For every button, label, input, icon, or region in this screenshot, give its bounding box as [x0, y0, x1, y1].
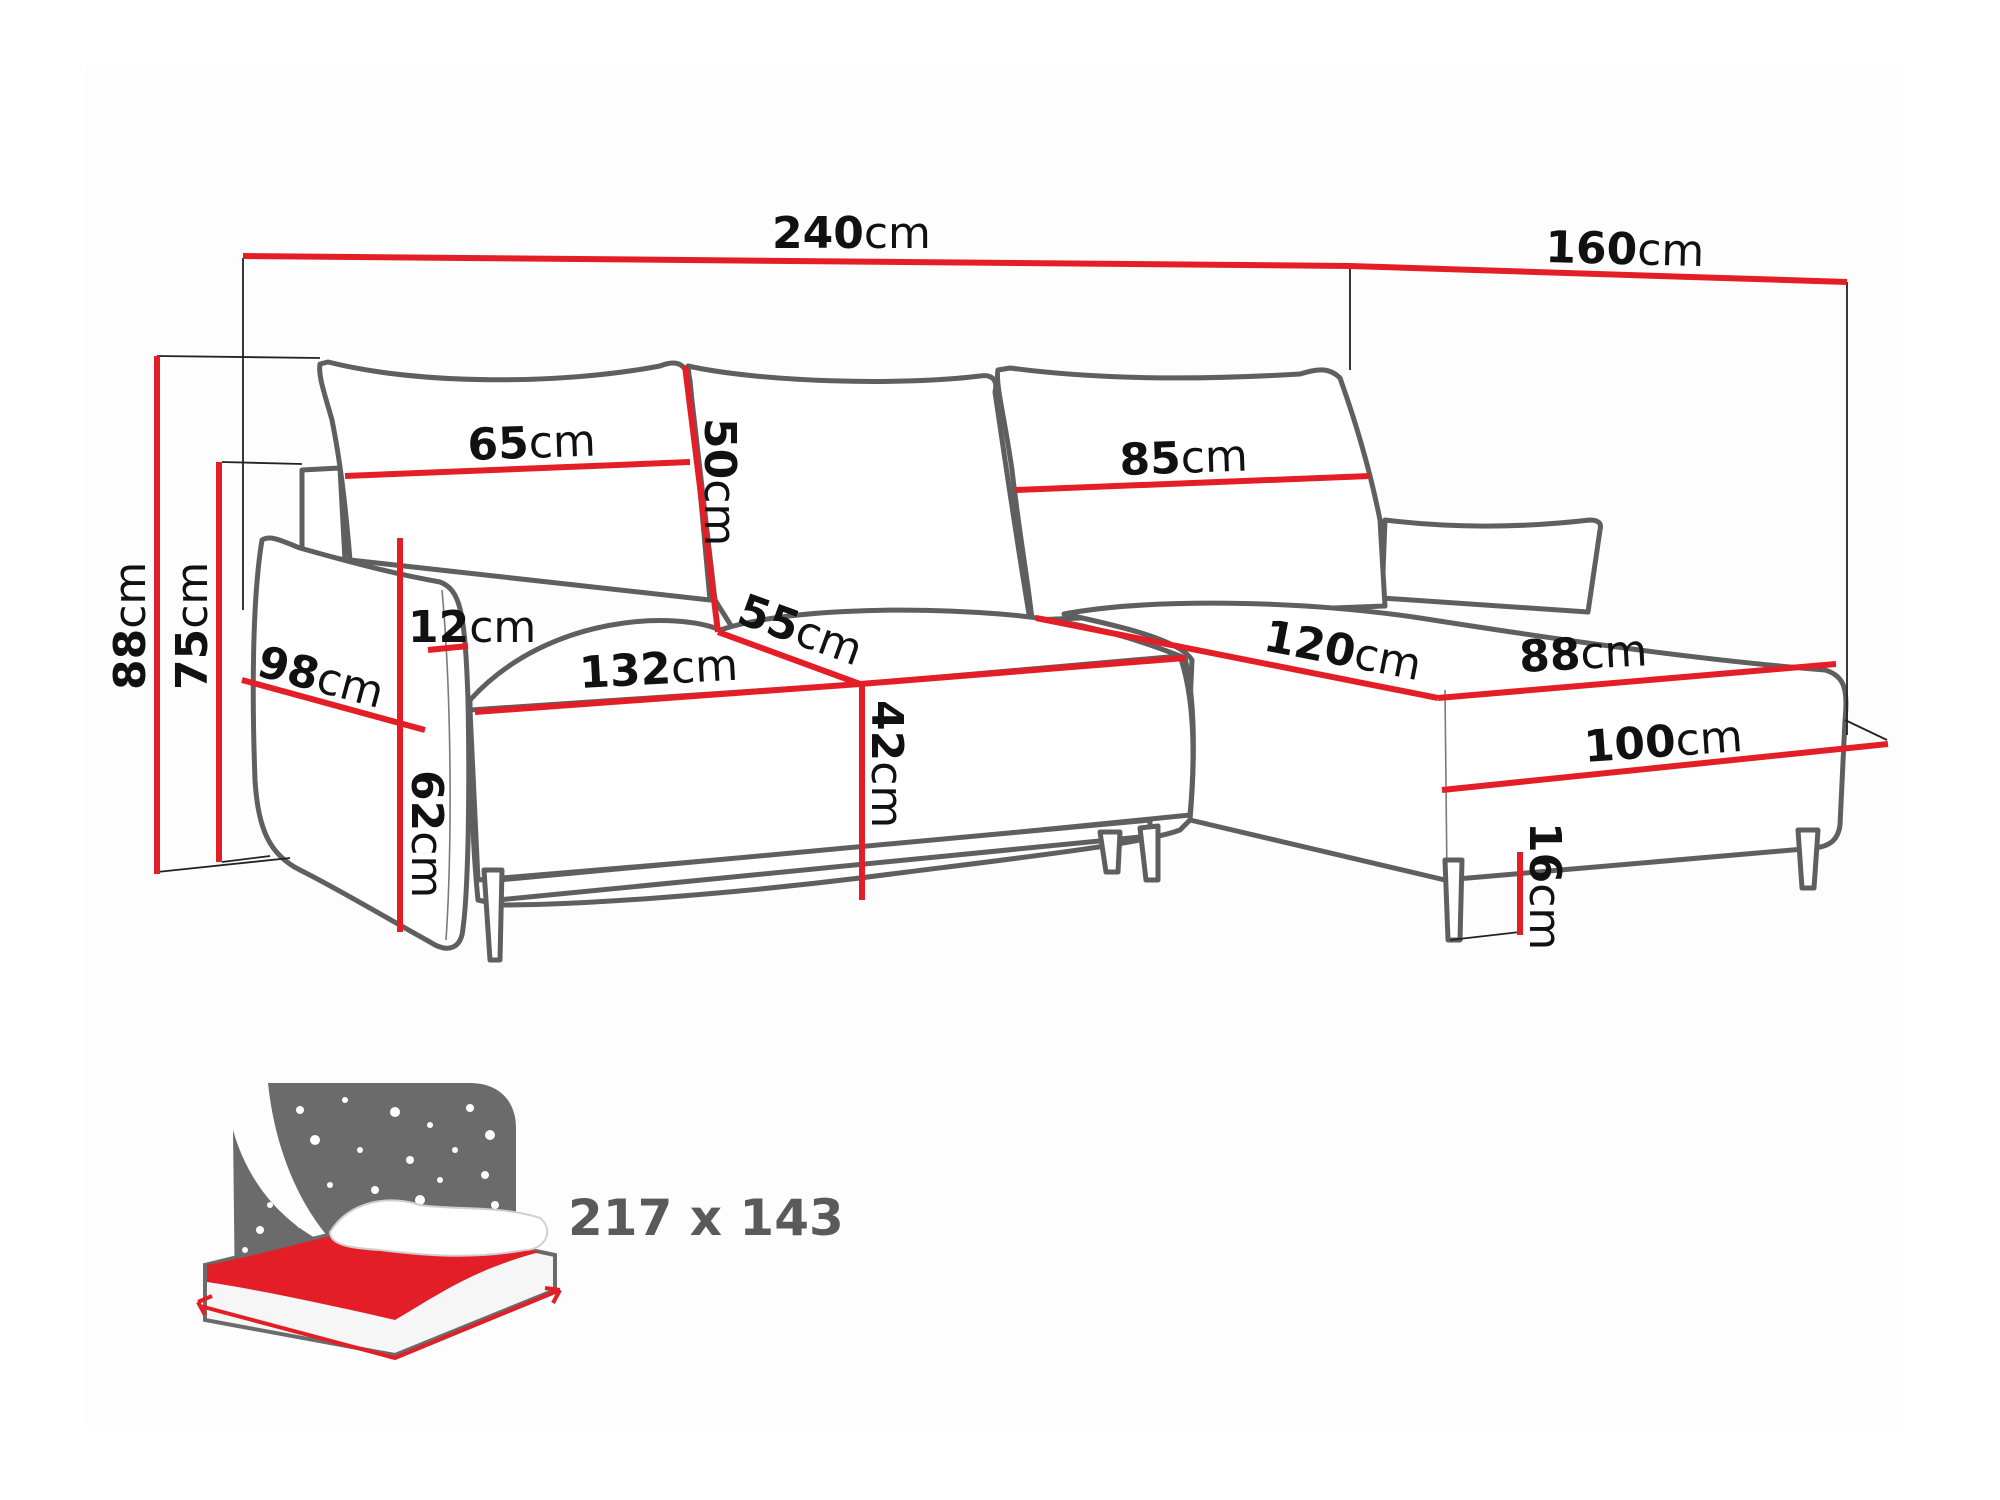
armrest-seam	[441, 589, 451, 941]
label-62: 62cm	[401, 770, 452, 898]
left-front-armrest	[250, 535, 472, 951]
dim-line-100	[1441, 741, 1889, 793]
dim-line-12	[427, 643, 469, 653]
label-55: 55cm	[731, 584, 869, 676]
right-back-cushion	[994, 365, 1388, 623]
label-50: 50cm	[694, 418, 745, 546]
dim-line-65	[344, 459, 691, 479]
label-100: 100cm	[1582, 711, 1744, 773]
width-arrow-icon	[196, 1286, 562, 1361]
sleeping-area-label: 217 x 143	[568, 1189, 844, 1247]
dim-line-98	[241, 677, 426, 733]
left-rear-armrest	[299, 465, 348, 563]
dim-line-160	[1349, 263, 1848, 285]
label-88-chaise: 88cm	[1518, 625, 1649, 683]
chaise-armrest	[1379, 517, 1603, 615]
dim-line-55	[716, 629, 862, 687]
label-85: 85cm	[1119, 431, 1249, 486]
dim-line-seat-front	[859, 655, 1186, 687]
label-240: 240cm	[772, 208, 931, 259]
pillow-icon	[328, 1199, 549, 1257]
guide-lines	[156, 258, 1888, 941]
dim-line-120	[1035, 615, 1439, 701]
leg-chaise-right	[1795, 827, 1821, 891]
label-42: 42cm	[861, 700, 912, 828]
leg-front-left	[481, 867, 505, 963]
leg-middle	[1097, 829, 1123, 875]
label-88-height: 88cm	[105, 562, 156, 690]
dim-line-85	[1014, 473, 1371, 493]
label-75: 75cm	[167, 562, 218, 690]
dim-line-50	[682, 365, 721, 633]
left-back-cushion	[317, 359, 713, 603]
label-132: 132cm	[578, 640, 739, 699]
dimension-labels: 240cm 160cm 88cm 75cm 98cm 12cm 62cm 65c…	[105, 208, 1744, 950]
dimension-lines	[154, 253, 1889, 935]
chaise-front-edge	[1444, 689, 1448, 881]
middle-back-cushion	[685, 363, 1033, 643]
sleeping-area-icon: 217 x 143	[196, 1083, 844, 1361]
sofa-drawing	[250, 359, 1849, 963]
leg-chaise-front	[1442, 857, 1465, 943]
dim-line-132	[474, 681, 861, 715]
label-12: 12cm	[408, 602, 536, 653]
dim-line-88-chaise	[1437, 661, 1837, 701]
label-65: 65cm	[467, 416, 597, 471]
chaise-seat	[1061, 600, 1849, 883]
dim-line-240	[242, 253, 1351, 269]
leg-middle-right	[1137, 823, 1161, 883]
label-16: 16cm	[1519, 822, 1570, 950]
label-160: 160cm	[1545, 222, 1705, 277]
